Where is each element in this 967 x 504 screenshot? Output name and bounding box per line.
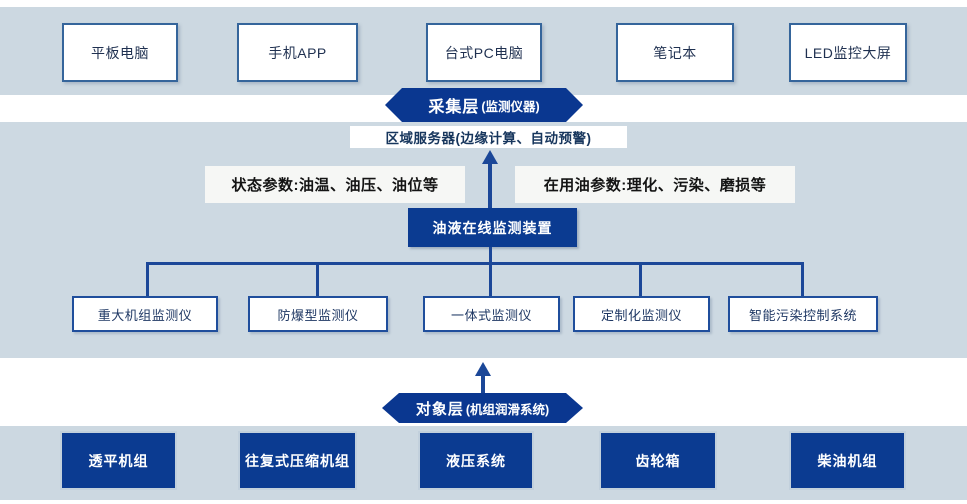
- node-integrated-monitor: 一体式监测仪: [423, 296, 560, 332]
- node-customized-monitor: 定制化监测仪: [573, 296, 710, 332]
- node-smart-pollution-control: 智能污染控制系统: [728, 296, 878, 332]
- node-major-unit-monitor: 重大机组监测仪: [72, 296, 218, 332]
- label-status-parameters: 状态参数:油温、油压、油位等: [205, 166, 465, 203]
- connector-drop-3: [489, 262, 492, 296]
- label-oil-parameters: 在用油参数:理化、污染、磨损等: [515, 166, 795, 203]
- node-reciprocating-compressor: 往复式压缩机组: [238, 431, 357, 490]
- arrow-shaft: [488, 164, 492, 208]
- node-diesel-unit: 柴油机组: [789, 431, 906, 490]
- node-tablet: 平板电脑: [62, 23, 178, 82]
- node-led-screen: LED监控大屏: [789, 23, 907, 82]
- node-hydraulic-system: 液压系统: [418, 431, 534, 490]
- node-oil-online-monitor: 油液在线监测装置: [408, 208, 577, 247]
- arrow-shaft: [481, 376, 485, 393]
- arrow-head: [475, 362, 491, 376]
- arrow-up-object-to-collection: [475, 362, 491, 393]
- arrow-up-device-to-server: [482, 150, 498, 208]
- collection-layer-subtitle: (监测仪器): [481, 99, 540, 114]
- connector-drop-1: [146, 262, 149, 296]
- connector-stem: [489, 247, 492, 265]
- object-layer-title: 对象层: [415, 400, 464, 418]
- node-mobile-app: 手机APP: [237, 23, 358, 82]
- collection-layer-banner: 采集层 (监测仪器): [385, 88, 583, 122]
- connector-drop-5: [801, 262, 804, 296]
- node-gearbox: 齿轮箱: [599, 431, 717, 490]
- node-turbine-unit: 透平机组: [60, 431, 177, 490]
- arrow-head: [482, 150, 498, 164]
- node-laptop: 笔记本: [616, 23, 734, 82]
- node-desktop-pc: 台式PC电脑: [426, 23, 542, 82]
- object-layer-banner: 对象层 (机组润滑系统): [382, 393, 583, 423]
- connector-drop-4: [639, 262, 642, 296]
- connector-horizontal: [146, 262, 804, 265]
- node-explosion-proof-monitor: 防爆型监测仪: [248, 296, 388, 332]
- connector-drop-2: [316, 262, 319, 296]
- object-layer-subtitle: (机组润滑系统): [465, 402, 550, 417]
- node-regional-server: 区域服务器(边缘计算、自动预警): [350, 126, 627, 148]
- collection-layer-title: 采集层: [428, 99, 480, 116]
